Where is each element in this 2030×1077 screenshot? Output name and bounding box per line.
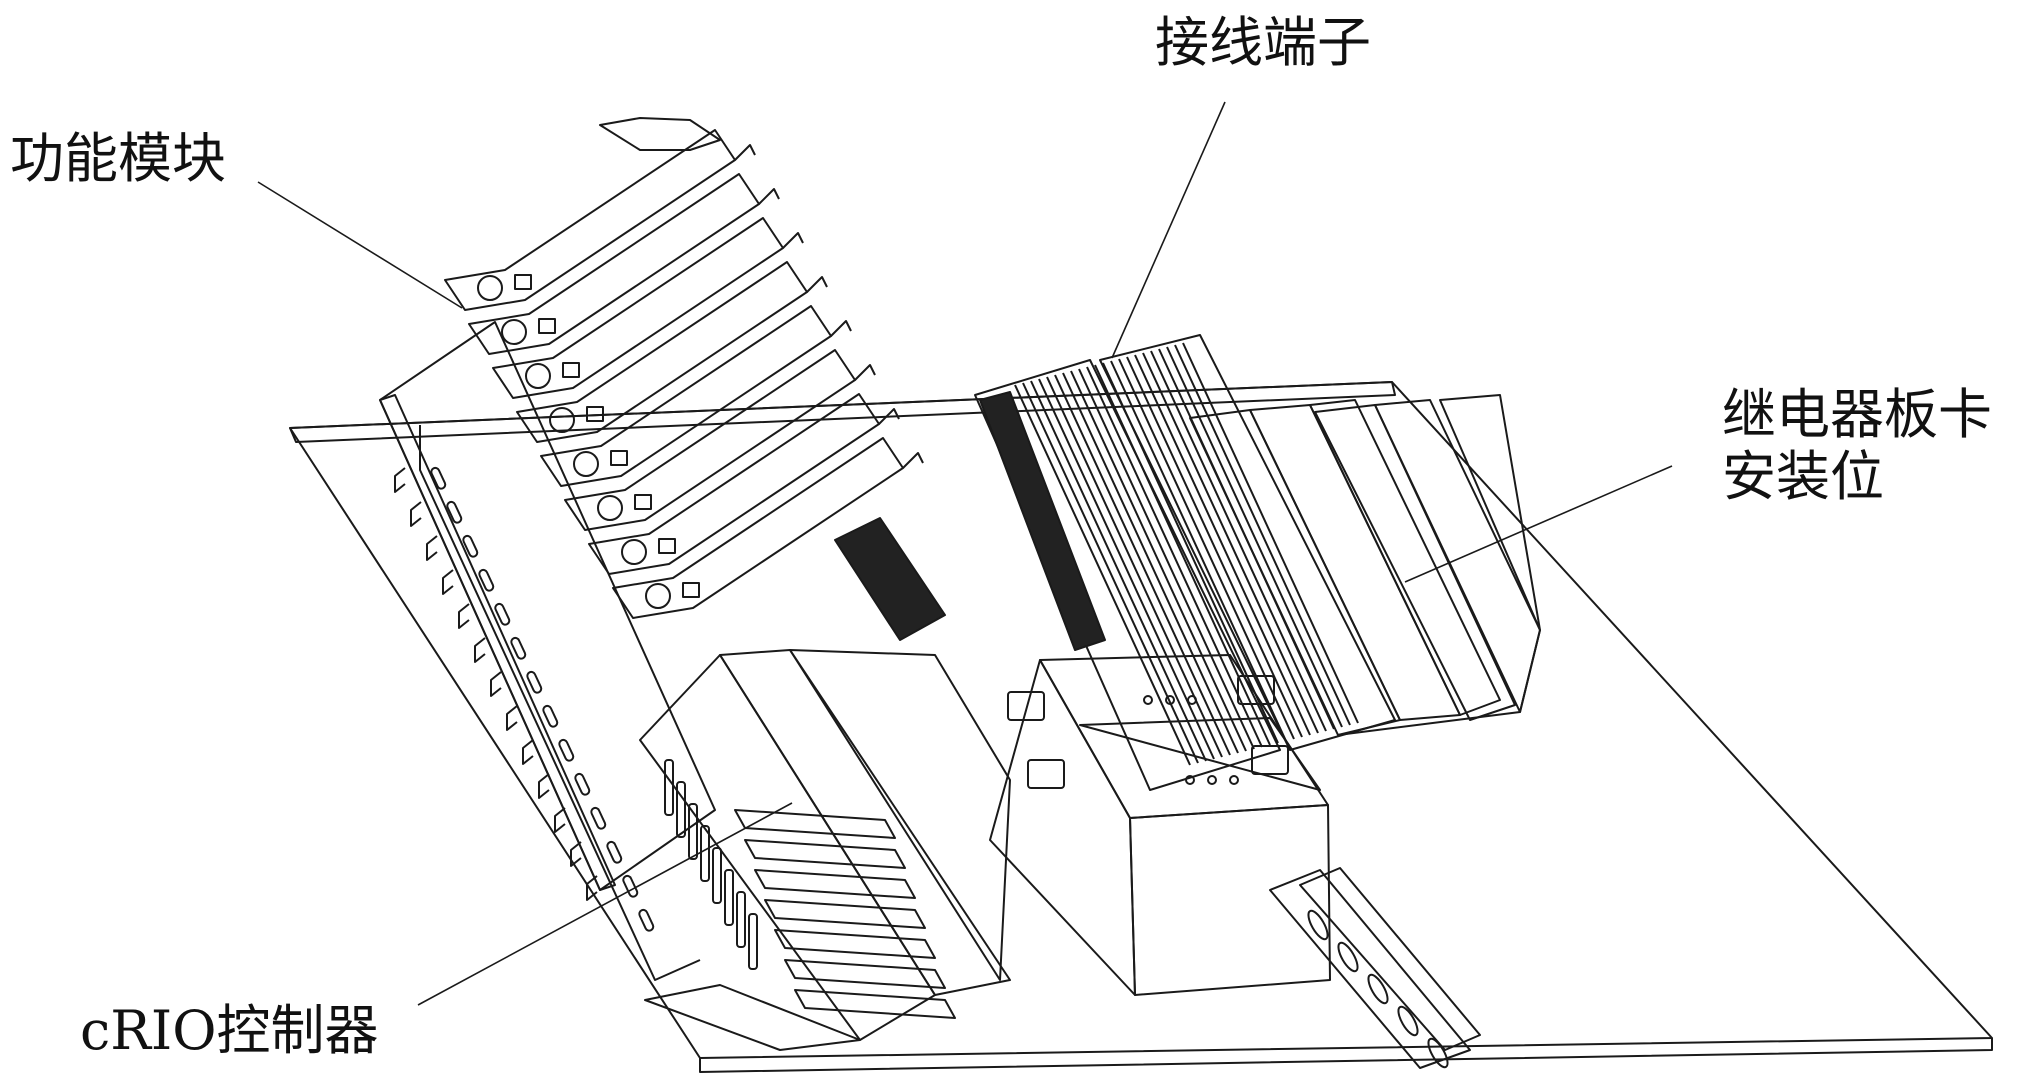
crio-io-slot (735, 810, 895, 838)
crio-vent-slot (749, 914, 757, 969)
crio-io-slot (765, 900, 925, 928)
terminal-connector (1252, 746, 1288, 774)
terminal-stripe (1143, 353, 1318, 733)
bracket-tooth (459, 604, 469, 628)
bracket-tooth (443, 570, 453, 594)
bracket-slot (622, 875, 639, 898)
module-tab (903, 453, 923, 468)
bracket-slot (638, 909, 655, 932)
terminal-stripe (1175, 345, 1350, 725)
rail-slot (1365, 972, 1391, 1006)
bracket-tooth (491, 672, 501, 696)
terminal-connector (1028, 760, 1064, 788)
module-connector (539, 319, 555, 333)
module-knob (622, 540, 646, 564)
bracket-tooth (427, 536, 437, 560)
crio-vent-slot (737, 892, 745, 947)
leader-line-wiring-terminals (1112, 102, 1225, 358)
terminal-stripe (1087, 367, 1262, 747)
module-tab (783, 233, 803, 248)
module-tab (831, 321, 851, 336)
crio-vent-slot (677, 782, 685, 837)
module-connector (515, 275, 531, 289)
terminal-stripe (1135, 355, 1310, 735)
crio-vent-slot (725, 870, 733, 925)
bracket-tooth (411, 502, 421, 526)
terminal-stripe (1015, 385, 1190, 765)
function-modules-label: 功能模块 (10, 128, 226, 190)
bracket-slot (590, 807, 607, 830)
function-module (445, 130, 735, 310)
bracket-slot (606, 841, 623, 864)
module-connector (611, 451, 627, 465)
bracket-slot (558, 739, 575, 762)
rail-slot (1335, 940, 1361, 974)
terminal-stripe (1111, 361, 1286, 741)
bracket-tooth (539, 774, 549, 798)
leader-line-crio-controller (418, 803, 792, 1005)
leader-line-function-modules (258, 182, 462, 308)
bracket-slot (478, 569, 495, 592)
crio-io-slot (795, 990, 955, 1018)
terminal-stripe (1079, 369, 1254, 749)
bracket-tooth (395, 468, 405, 492)
left-bracket (380, 322, 715, 980)
module-knob (574, 452, 598, 476)
crio-controller-label: cRIO控制器 (80, 1000, 379, 1062)
module-tab (855, 365, 875, 380)
module-top-cap (600, 118, 720, 150)
module-knob (598, 496, 622, 520)
terminal-stripe (1071, 371, 1246, 751)
module-knob (526, 364, 550, 388)
terminal-connector (1008, 692, 1044, 720)
module-knob (478, 276, 502, 300)
module-connector (659, 539, 675, 553)
module-connector (563, 363, 579, 377)
bracket-slot (462, 535, 479, 558)
leader-line-relay-board (1405, 466, 1672, 582)
module-connector (587, 407, 603, 421)
bracket-tooth (523, 740, 533, 764)
terminal-stripe (1055, 375, 1230, 755)
bracket-tooth (475, 638, 485, 662)
module-knob (502, 320, 526, 344)
module-knob (550, 408, 574, 432)
crio-vent-slot (701, 826, 709, 881)
module-tab (735, 145, 755, 160)
module-knob (646, 584, 670, 608)
crio-vent-slot (665, 760, 673, 815)
crio-io-slot (745, 840, 905, 868)
module-tab (807, 277, 827, 292)
relay-board-label-line1: 继电器板卡 (1722, 384, 1992, 446)
module-tab (759, 189, 779, 204)
bracket-slot (574, 773, 591, 796)
din-rail (1270, 868, 1480, 1070)
crio-vent-slot (713, 848, 721, 903)
wiring-terminals-label: 接线端子 (1155, 12, 1371, 74)
relay-board-label: 继电器板卡 安装位 (1722, 384, 1992, 508)
bracket-tooth (507, 706, 517, 730)
crio-io-slot (775, 930, 935, 958)
relay-board-label-line2: 安装位 (1722, 446, 1992, 508)
bracket-slot (542, 705, 559, 728)
bracket-tooth (555, 808, 565, 832)
module-connector (683, 583, 699, 597)
module-connector (635, 495, 651, 509)
crio-io-slot (755, 870, 915, 898)
